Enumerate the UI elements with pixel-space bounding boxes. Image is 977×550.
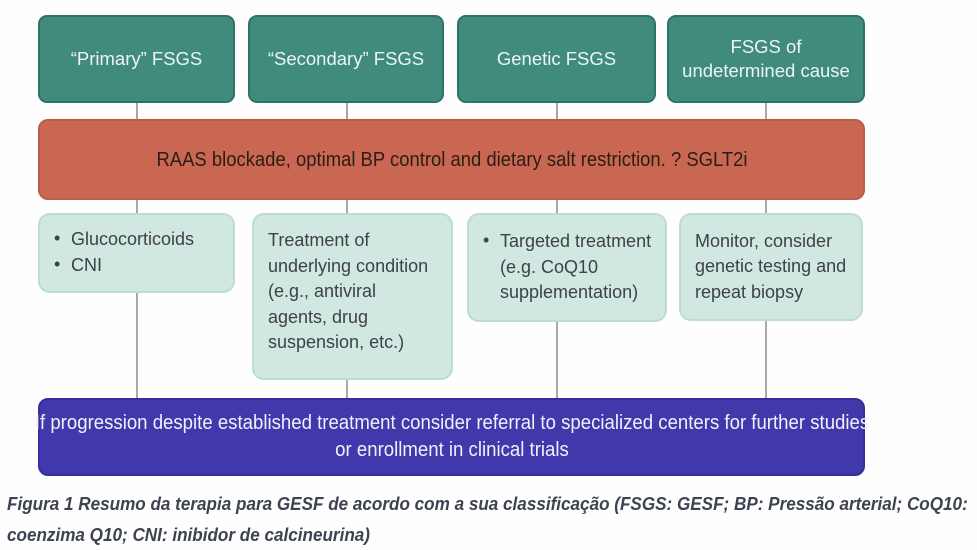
box-genetic-fsgs: Genetic FSGS bbox=[457, 15, 656, 103]
box-undetermined-fsgs-label: FSGS of undetermined cause bbox=[682, 35, 850, 81]
bullet-item: Glucocorticoids bbox=[54, 226, 221, 253]
box-monitor-genetic-text: Monitor, consider genetic testing and re… bbox=[695, 230, 847, 302]
box-secondary-fsgs-label: “Secondary” FSGS bbox=[267, 47, 425, 69]
box-undetermined-fsgs: FSGS of undetermined cause bbox=[667, 15, 865, 103]
bullet-item: Targeted treatment (e.g. CoQ10 supplemen… bbox=[483, 228, 653, 306]
figure-caption: Figura 1 Resumo da terapia para GESF de … bbox=[7, 494, 968, 545]
box-primary-fsgs: “Primary” FSGS bbox=[38, 15, 235, 103]
box-targeted-treatment: Targeted treatment (e.g. CoQ10 supplemen… bbox=[467, 213, 667, 322]
box-raas-blockade: RAAS blockade, optimal BP control and di… bbox=[38, 119, 865, 200]
box-glucocorticoids-cni: Glucocorticoids CNI bbox=[38, 213, 235, 293]
box-primary-fsgs-label: “Primary” FSGS bbox=[70, 47, 203, 69]
box-underlying-condition-text: Treatment of underlying condition (e.g.,… bbox=[268, 230, 429, 353]
box-genetic-fsgs-label: Genetic FSGS bbox=[496, 47, 617, 69]
bullet-item: CNI bbox=[54, 252, 221, 279]
box-monitor-genetic: Monitor, consider genetic testing and re… bbox=[679, 213, 863, 321]
box-progression-referral: If progression despite established treat… bbox=[34, 398, 869, 476]
box-progression-referral-text: If progression despite established treat… bbox=[34, 412, 869, 461]
box-raas-blockade-text: RAAS blockade, optimal BP control and di… bbox=[155, 147, 748, 171]
box-underlying-condition: Treatment of underlying condition (e.g.,… bbox=[252, 213, 453, 380]
box-secondary-fsgs: “Secondary” FSGS bbox=[248, 15, 444, 103]
